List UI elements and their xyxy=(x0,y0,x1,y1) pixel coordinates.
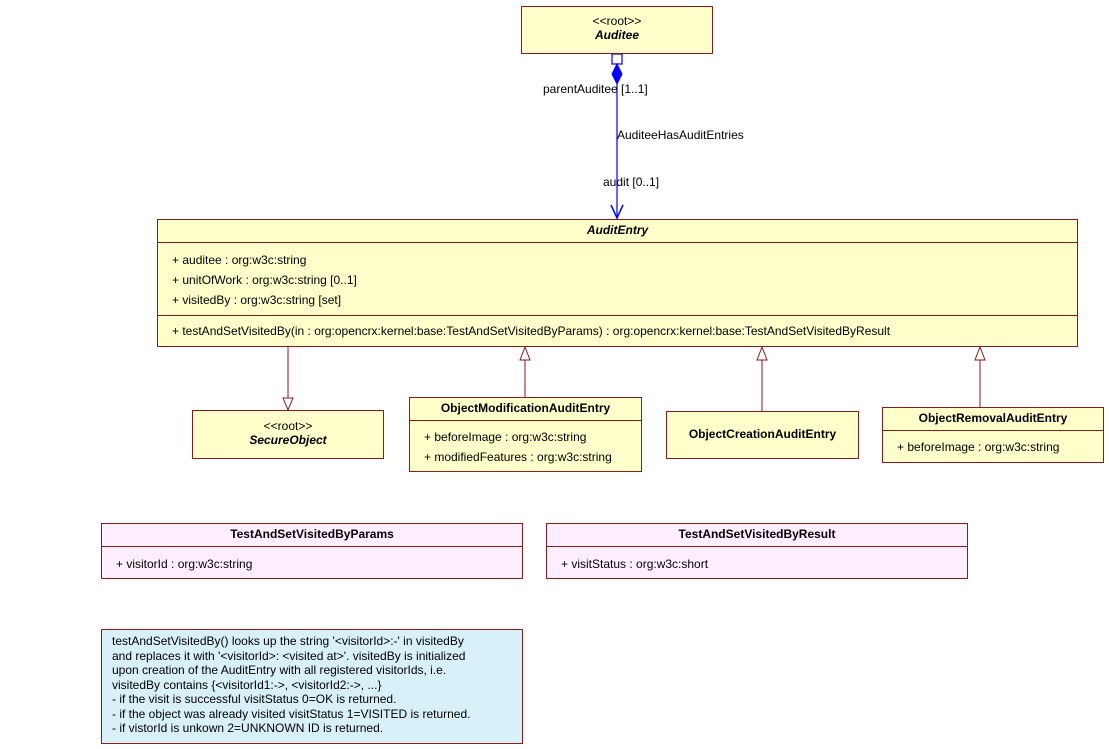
class-result-divider xyxy=(547,546,967,547)
attribute-modified-features: + modifiedFeatures : org:w3c:string xyxy=(424,450,612,464)
class-params-divider xyxy=(102,546,522,547)
class-object-modification-divider xyxy=(410,420,641,421)
generalization-secure-object xyxy=(282,346,294,412)
class-object-modification-audit-entry[interactable]: ObjectModificationAuditEntry + beforeIma… xyxy=(409,397,642,472)
note-box[interactable]: testAndSetVisitedBy() looks up the strin… xyxy=(101,629,523,744)
class-object-removal-audit-entry[interactable]: ObjectRemovalAuditEntry + beforeImage : … xyxy=(882,407,1104,463)
attribute-before-image: + beforeImage : org:w3c:string xyxy=(424,430,587,444)
note-line: visitedBy contains {<visitorId1:->, <vis… xyxy=(112,677,382,692)
note-line: testAndSetVisitedBy() looks up the strin… xyxy=(112,634,464,648)
operation-test-and-set-visited-by: + testAndSetVisitedBy(in : org:opencrx:k… xyxy=(172,324,891,338)
class-audit-entry-divider xyxy=(158,242,1077,243)
note-line: - if vistorId is unkown 2=UNKNOWN ID is … xyxy=(112,721,384,735)
class-test-and-set-visited-by-params[interactable]: TestAndSetVisitedByParams + visitorId : … xyxy=(101,523,523,579)
composition-diamond xyxy=(611,62,623,86)
generalization-object-modification xyxy=(519,345,531,397)
class-object-creation-audit-entry[interactable]: ObjectCreationAuditEntry xyxy=(666,411,859,459)
association-line xyxy=(610,53,624,220)
class-auditee-stereotype: <<root>> xyxy=(592,14,642,28)
class-object-removal-name: ObjectRemovalAuditEntry xyxy=(918,411,1068,425)
association-end-child-label: audit [0..1] xyxy=(603,175,660,189)
class-params-name: TestAndSetVisitedByParams xyxy=(230,527,394,541)
class-secure-object[interactable]: <<root>> SecureObject xyxy=(192,410,384,459)
class-auditee[interactable]: <<root>> Auditee xyxy=(521,6,713,54)
class-test-and-set-visited-by-result[interactable]: TestAndSetVisitedByResult + visitStatus … xyxy=(546,523,968,579)
class-object-removal-divider xyxy=(883,430,1103,431)
attribute-auditee: + auditee : org:w3c:string xyxy=(172,253,307,267)
attribute-before-image: + beforeImage : org:w3c:string xyxy=(897,440,1060,454)
class-audit-entry[interactable]: AuditEntry + auditee : org:w3c:string + … xyxy=(157,219,1078,347)
class-auditee-name: Auditee xyxy=(594,28,639,42)
class-secure-object-stereotype: <<root>> xyxy=(263,419,313,433)
note-line: and replaces it with '<visitorId>: <visi… xyxy=(112,648,466,663)
class-object-modification-name: ObjectModificationAuditEntry xyxy=(440,401,611,415)
class-audit-entry-divider-ops xyxy=(158,315,1077,316)
class-audit-entry-name: AuditEntry xyxy=(586,223,649,237)
association-name-label: AuditeeHasAuditEntries xyxy=(617,128,744,142)
generalization-object-removal xyxy=(974,345,986,407)
note-line: upon creation of the AuditEntry with all… xyxy=(112,663,447,677)
attribute-visit-status: + visitStatus : org:w3c:short xyxy=(561,557,709,571)
attribute-unit-of-work: + unitOfWork : org:w3c:string [0..1] xyxy=(172,273,357,287)
attribute-visited-by: + visitedBy : org:w3c:string [set] xyxy=(172,293,342,307)
class-secure-object-name: SecureObject xyxy=(249,433,327,447)
note-line: - if the visit is successful visitStatus… xyxy=(112,692,397,706)
class-result-name: TestAndSetVisitedByResult xyxy=(678,527,836,541)
association-end-parent-label: parentAuditee [1..1] xyxy=(543,82,648,96)
note-line: - if the object was already visited visi… xyxy=(112,706,471,721)
navigability-square xyxy=(611,53,623,65)
attribute-visitor-id: + visitorId : org:w3c:string xyxy=(116,557,253,571)
association-arrowhead xyxy=(610,204,624,220)
class-object-creation-name: ObjectCreationAuditEntry xyxy=(688,427,837,441)
generalization-object-creation xyxy=(756,345,768,411)
